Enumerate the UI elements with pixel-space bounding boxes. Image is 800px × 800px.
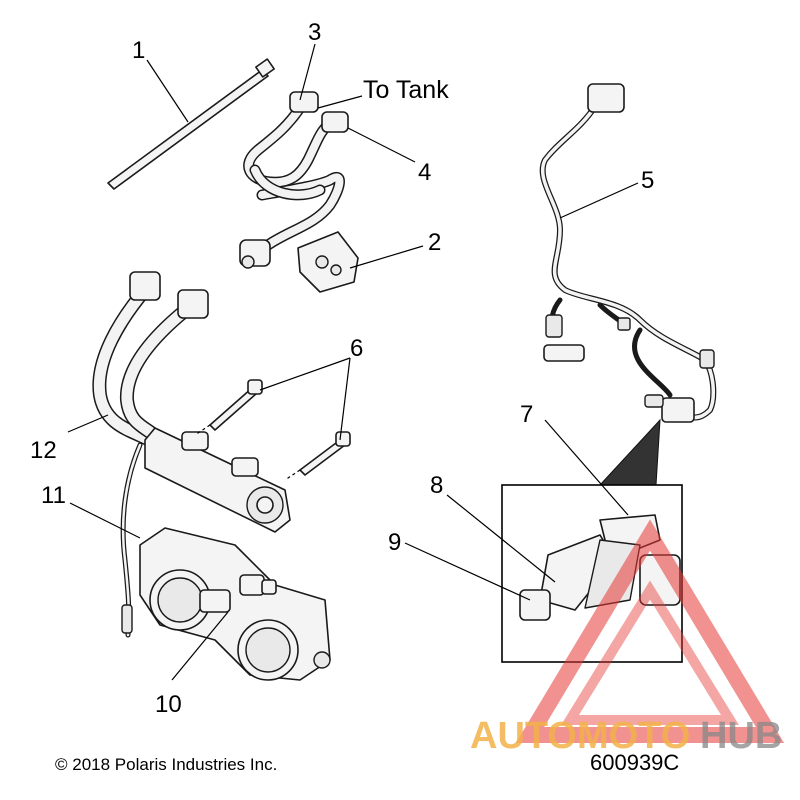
callout-11: 11 bbox=[41, 482, 66, 509]
callout-1: 1 bbox=[132, 37, 145, 64]
leader-lines bbox=[67, 43, 639, 681]
watermark-logo: AUTOMOTO HUB bbox=[470, 519, 785, 757]
callout-10: 10 bbox=[155, 691, 182, 718]
callout-7: 7 bbox=[520, 401, 533, 428]
sensor-wire bbox=[120, 442, 143, 638]
callout-12: 12 bbox=[30, 437, 57, 464]
cable-tie bbox=[107, 58, 275, 190]
watermark-text-b: HUB bbox=[700, 715, 782, 757]
callout-labels: 1 3 To Tank 4 5 2 6 12 11 10 7 8 9 bbox=[30, 19, 654, 718]
watermark-text-a: AUTOMOTO bbox=[470, 715, 690, 757]
callout-9: 9 bbox=[388, 529, 401, 556]
callout-4: 4 bbox=[418, 159, 431, 186]
to-tank-label: To Tank bbox=[363, 76, 449, 104]
callout-8: 8 bbox=[430, 472, 443, 499]
copyright-notice: © 2018 Polaris Industries Inc. bbox=[55, 755, 277, 774]
watermark-triangle bbox=[515, 519, 785, 743]
callout-6: 6 bbox=[350, 335, 363, 362]
mounting-bolts bbox=[194, 379, 351, 481]
diagram-part-number: 600939C bbox=[590, 750, 679, 775]
fuel-rail-hoses bbox=[92, 271, 209, 447]
wiring-harness bbox=[539, 83, 717, 423]
fuel-hose-assembly bbox=[239, 91, 349, 269]
callout-3: 3 bbox=[308, 19, 321, 46]
throttle-body bbox=[139, 527, 331, 681]
fuel-rail bbox=[144, 427, 291, 533]
callout-5: 5 bbox=[641, 167, 654, 194]
hose-clip bbox=[297, 231, 359, 293]
callout-2: 2 bbox=[428, 229, 441, 256]
